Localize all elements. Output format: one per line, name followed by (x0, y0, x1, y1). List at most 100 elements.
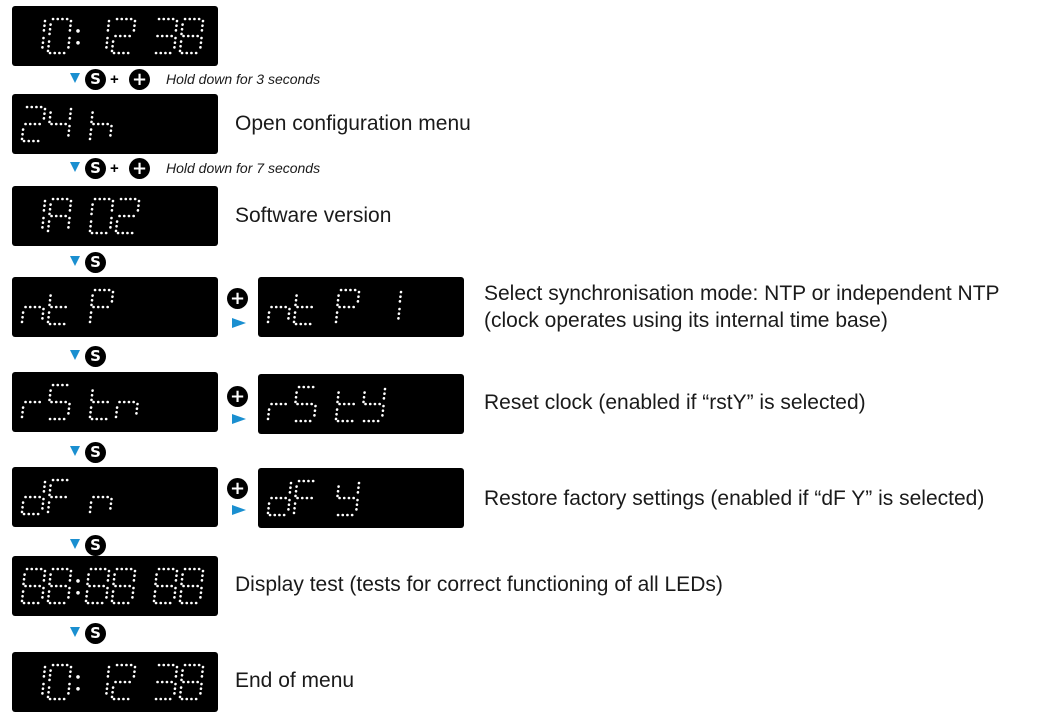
led-digit (46, 567, 73, 605)
plus-button[interactable]: + (129, 158, 150, 179)
plus-button[interactable]: + (227, 288, 248, 309)
colon-dot (76, 579, 80, 583)
led-readout-display-test (20, 567, 205, 605)
s-button[interactable]: S (85, 623, 106, 644)
led-digit (292, 290, 315, 326)
led-digit (178, 17, 205, 55)
s-button[interactable]: S (85, 252, 106, 273)
sync-mode-label-line1: Select synchronisation mode: NTP or inde… (484, 282, 1000, 305)
led-readout-software (40, 197, 141, 235)
led-readout-reset-b (266, 385, 387, 423)
led-readout-24h (20, 105, 113, 143)
plus-button[interactable]: + (129, 69, 150, 90)
led-digit (88, 385, 111, 421)
led-digit (84, 567, 111, 605)
end-of-menu-label: End of menu (235, 669, 355, 692)
sync-mode-label: Select synchronisation mode: NTP or inde… (484, 280, 1000, 334)
led-digit (110, 663, 137, 701)
led-digit (334, 387, 357, 423)
led-digit (20, 105, 47, 143)
s-button[interactable]: S (85, 346, 106, 367)
led-readout-sync-a (20, 288, 115, 326)
led-digit (48, 107, 73, 141)
arrow-down (70, 162, 80, 172)
display-software (12, 186, 218, 246)
led-digit (46, 663, 73, 701)
plus-button[interactable]: + (227, 386, 248, 407)
led-digit (178, 567, 205, 605)
display-reset-b (258, 374, 464, 434)
led-digit (40, 199, 47, 233)
reset-clock-label: Reset clock (enabled if “rstY” is select… (484, 391, 866, 414)
software-version-label: Software version (235, 204, 392, 227)
hold-7-seconds-note: Hold down for 7 seconds (166, 160, 321, 176)
s-button[interactable]: S (85, 69, 106, 90)
plus-sign: + (110, 160, 119, 177)
arrow-down (70, 73, 80, 83)
s-button[interactable]: S (85, 442, 106, 463)
colon-dot (76, 41, 80, 45)
arrow-right (232, 414, 246, 424)
led-digit (46, 17, 73, 55)
led-digit (266, 402, 289, 421)
arrow-down (70, 446, 80, 456)
display-test-label: Display test (tests for correct function… (235, 573, 723, 596)
arrow-down (70, 627, 80, 637)
led-digit (88, 495, 113, 514)
colon-dot (76, 29, 80, 33)
led-digit (266, 481, 293, 517)
led-digit (88, 107, 113, 141)
display-reset-a (12, 372, 218, 432)
led-readout-factory-a (20, 478, 113, 516)
display-factory-a (12, 467, 218, 527)
colon-dot (76, 591, 80, 595)
led-digit (46, 290, 69, 326)
display-sync-a (12, 277, 218, 337)
led-digit (362, 387, 387, 423)
led-digit (20, 400, 43, 419)
led-digit (46, 478, 71, 514)
arrow-down (70, 350, 80, 360)
arrow-right (232, 505, 246, 515)
led-digit (110, 17, 137, 55)
s-button[interactable]: S (85, 535, 106, 556)
display-test (12, 556, 218, 616)
led-digit (20, 567, 47, 605)
colon-dot (76, 675, 80, 679)
factory-settings-label: Restore factory settings (enabled if “dF… (484, 487, 985, 510)
display-time-end (12, 652, 218, 712)
led-readout-reset-a (20, 383, 139, 421)
led-digit (152, 567, 179, 605)
arrow-down (70, 256, 80, 266)
led-readout-factory-b (266, 479, 361, 517)
led-digit (88, 288, 115, 324)
led-digit (178, 663, 205, 701)
led-digit (88, 197, 115, 235)
led-digit (104, 19, 111, 53)
led-digit (114, 400, 139, 419)
led-readout-sync-b (266, 288, 403, 326)
led-digit (266, 305, 291, 324)
led-digit (396, 290, 403, 324)
led-digit (334, 288, 361, 324)
led-digit (20, 480, 47, 516)
plus-sign: + (110, 71, 119, 88)
arrow-down (70, 539, 80, 549)
led-digit (110, 567, 137, 605)
led-digit (292, 479, 317, 515)
s-button[interactable]: S (85, 158, 106, 179)
display-24h (12, 94, 218, 154)
arrow-right (232, 318, 246, 328)
led-digit (154, 17, 179, 55)
led-digit (46, 197, 73, 233)
led-digit (104, 665, 111, 699)
led-digit (336, 481, 361, 517)
led-digit (48, 383, 71, 421)
led-digit (114, 197, 141, 235)
colon-dot (76, 687, 80, 691)
sync-mode-label-line2: (clock operates using its internal time … (484, 309, 888, 332)
plus-button[interactable]: + (227, 478, 248, 499)
led-digit (154, 663, 179, 701)
led-digit (20, 305, 45, 324)
led-digit (294, 385, 317, 423)
